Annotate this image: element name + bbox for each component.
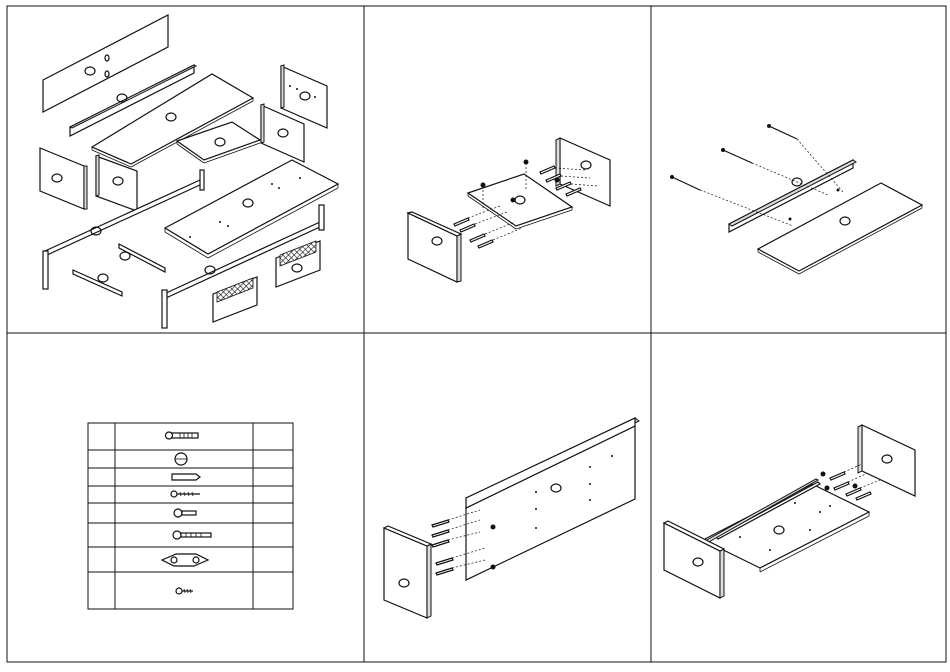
left-side-board bbox=[408, 212, 461, 282]
small-screw-icon bbox=[176, 588, 193, 594]
exploded-parts-diagram bbox=[40, 15, 338, 328]
left-end-board bbox=[664, 521, 724, 598]
right-end-board bbox=[858, 425, 915, 496]
cam-lock-icon bbox=[175, 453, 187, 465]
side-panel-left bbox=[40, 148, 87, 209]
bolt-icon bbox=[174, 509, 196, 517]
end-panel bbox=[384, 526, 431, 618]
short-bar-2 bbox=[73, 270, 122, 296]
cam-bolt-icon bbox=[166, 432, 199, 439]
step-back-panel-diagram bbox=[384, 418, 639, 618]
step-base-frame-diagram bbox=[664, 425, 915, 598]
wood-dowel-icon bbox=[172, 474, 200, 480]
long-bolt-icon bbox=[173, 531, 211, 539]
drawer-front-1 bbox=[213, 277, 257, 322]
drawer-front-2 bbox=[276, 241, 320, 287]
right-side-board bbox=[556, 138, 610, 206]
base-shelf bbox=[703, 479, 869, 572]
short-bar-1 bbox=[119, 244, 165, 272]
step-shelf-to-side-diagram bbox=[408, 138, 610, 282]
headboard-panel bbox=[43, 15, 168, 112]
hardware-table bbox=[88, 423, 293, 609]
wood-screw-icon bbox=[171, 491, 200, 497]
long-back-panel bbox=[466, 418, 639, 580]
bracket-icon bbox=[162, 554, 208, 566]
step-rail-to-panel-diagram bbox=[670, 124, 922, 274]
top-shelf-panel bbox=[92, 74, 253, 167]
